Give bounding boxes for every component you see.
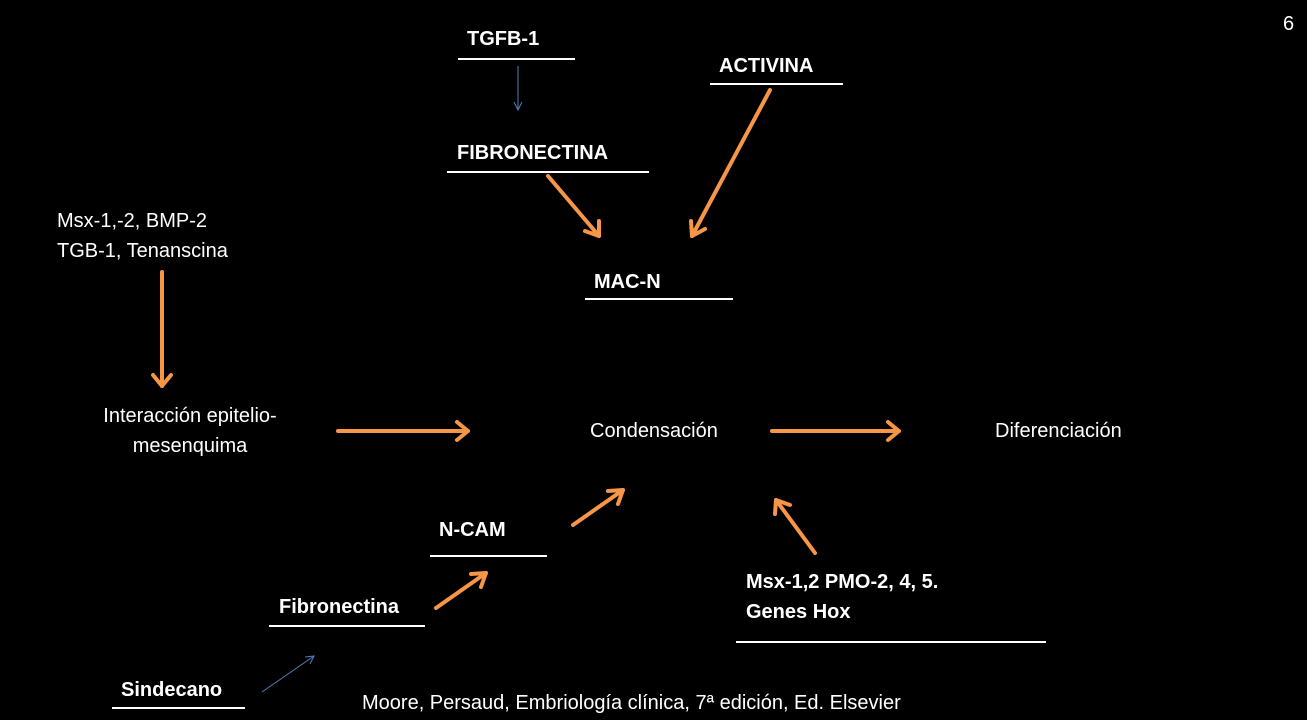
arrow-condensacion-to-diferenciacion: [770, 420, 901, 442]
label-interaccion-line1: Interacción epitelio-: [103, 405, 277, 427]
arrow-ncam-to-condensacion: [571, 488, 625, 527]
underline-msx-pmo: [736, 641, 1046, 643]
underline-activina: [710, 83, 843, 85]
label-msx-pmo-line1: Msx-1,2 PMO-2, 4, 5.: [746, 571, 939, 593]
label-diferenciacion: Diferenciación: [995, 420, 1122, 442]
arrow-tgfb1-to-fibronectina: [513, 66, 523, 112]
underline-sindecano: [112, 707, 245, 709]
arrow-activina-to-macn: [689, 88, 772, 238]
underline-fibronectina-bottom: [269, 625, 425, 627]
label-interaccion: Interacción epitelio- mesenquima: [80, 401, 300, 461]
arrow-fibronectina-to-ncam: [434, 571, 488, 610]
label-fibronectina-bottom: Fibronectina: [279, 596, 400, 618]
arrow-interaccion-to-condensacion: [336, 420, 470, 442]
label-condensacion: Condensación: [590, 420, 718, 442]
arrow-sindecano-to-fibronectina: [261, 655, 315, 693]
label-msx-bmp-line2: TGB-1, Tenanscina: [57, 240, 228, 262]
label-macn: MAC-N: [594, 271, 661, 293]
label-sindecano: Sindecano: [121, 679, 223, 701]
arrow-msx-pmo-to-condensacion: [773, 498, 817, 555]
label-interaccion-line2: mesenquima: [132, 435, 248, 457]
underline-tgfb1: [458, 58, 575, 60]
underline-macn: [585, 298, 733, 300]
label-ncam: N-CAM: [439, 519, 506, 541]
underline-fibronectina-top: [447, 171, 649, 173]
label-msx-bmp: Msx-1,-2, BMP-2 TGB-1, Tenanscina: [57, 206, 228, 266]
label-activina: ACTIVINA: [719, 55, 814, 77]
label-msx-pmo-line2: Genes Hox: [746, 601, 851, 623]
arrow-fibronectina-to-macn: [546, 174, 601, 238]
slide-number: 6: [1283, 13, 1295, 35]
label-tgfb1: TGFB-1: [467, 28, 540, 50]
underline-ncam: [430, 555, 547, 557]
citation: Moore, Persaud, Embriología clínica, 7ª …: [362, 692, 901, 714]
label-msx-pmo: Msx-1,2 PMO-2, 4, 5. Genes Hox: [746, 567, 938, 627]
label-msx-bmp-line1: Msx-1,-2, BMP-2: [57, 210, 208, 232]
label-fibronectina-top: FIBRONECTINA: [457, 142, 609, 164]
arrow-msx-to-interaccion: [151, 270, 173, 388]
